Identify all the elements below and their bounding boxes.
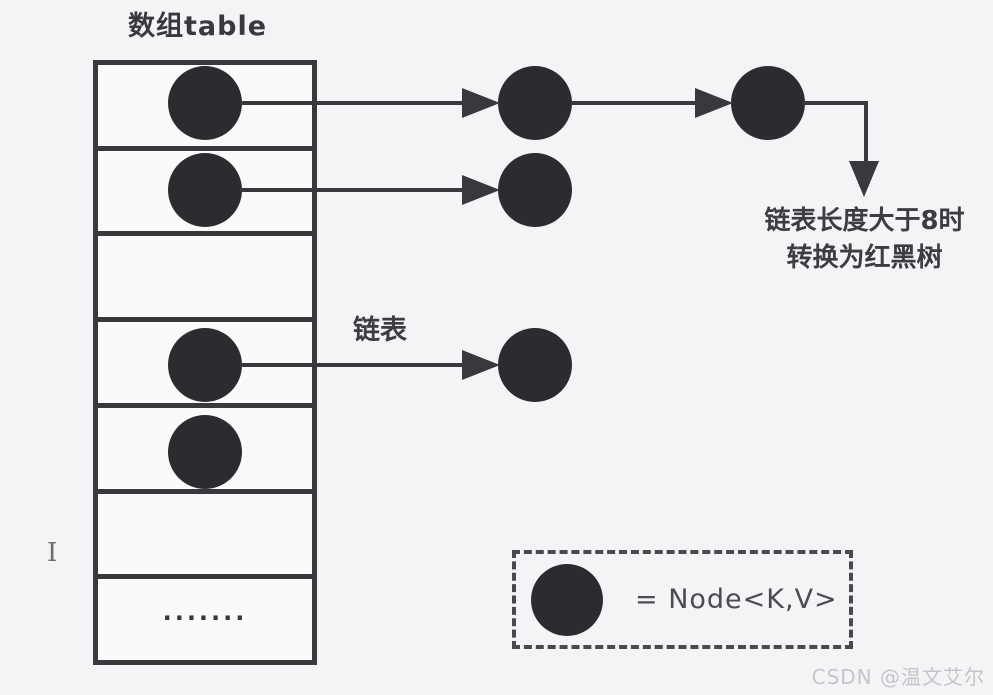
bucket1-node bbox=[168, 153, 242, 227]
legend-node-circle bbox=[531, 563, 603, 636]
array-cell-5 bbox=[98, 494, 312, 580]
array-title: 数组table bbox=[128, 11, 268, 42]
treeify-note-line2: 转换为红黑树 bbox=[786, 243, 943, 273]
bucket3-node bbox=[168, 328, 242, 402]
arrow-right-icon-row2 bbox=[462, 175, 500, 205]
arrow-line-row4 bbox=[240, 363, 462, 367]
array-cell-0 bbox=[98, 65, 312, 151]
bucket0-chain-node-2 bbox=[731, 66, 805, 140]
arrow-line-row1-b bbox=[571, 101, 695, 105]
arrow-line-row1-a bbox=[240, 101, 462, 105]
legend-box: = Node<K,V> bbox=[512, 550, 853, 649]
bucket4-node bbox=[168, 415, 242, 489]
watermark: CSDN @温文艾尔 bbox=[811, 665, 985, 689]
elbow-arrow-horizontal bbox=[802, 101, 868, 105]
treeify-note-line1: 链表长度大于8时 bbox=[764, 206, 965, 236]
arrow-right-icon-row4 bbox=[462, 350, 500, 380]
arrow-right-icon-row1-b bbox=[695, 88, 733, 118]
treeify-note: 链表长度大于8时 转换为红黑树 bbox=[742, 203, 987, 277]
legend-text: = Node<K,V> bbox=[635, 584, 838, 615]
array-cell-3 bbox=[98, 322, 312, 408]
array-cell-1 bbox=[98, 151, 312, 237]
arrow-down-icon bbox=[849, 161, 879, 197]
bucket3-chain-node-1 bbox=[498, 328, 572, 402]
bucket0-node bbox=[168, 66, 242, 140]
arrow-line-row2 bbox=[240, 188, 462, 192]
bucket0-chain-node-1 bbox=[498, 66, 572, 140]
array-cell-2 bbox=[98, 236, 312, 323]
elbow-arrow-vertical bbox=[864, 101, 868, 163]
array-ellipsis: ....... bbox=[162, 598, 248, 626]
linked-list-label: 链表 bbox=[353, 315, 407, 346]
array-cell-4 bbox=[98, 408, 312, 494]
text-cursor-artifact: I bbox=[47, 538, 58, 568]
arrow-right-icon-row1-a bbox=[462, 88, 500, 118]
bucket1-chain-node-1 bbox=[498, 153, 572, 227]
